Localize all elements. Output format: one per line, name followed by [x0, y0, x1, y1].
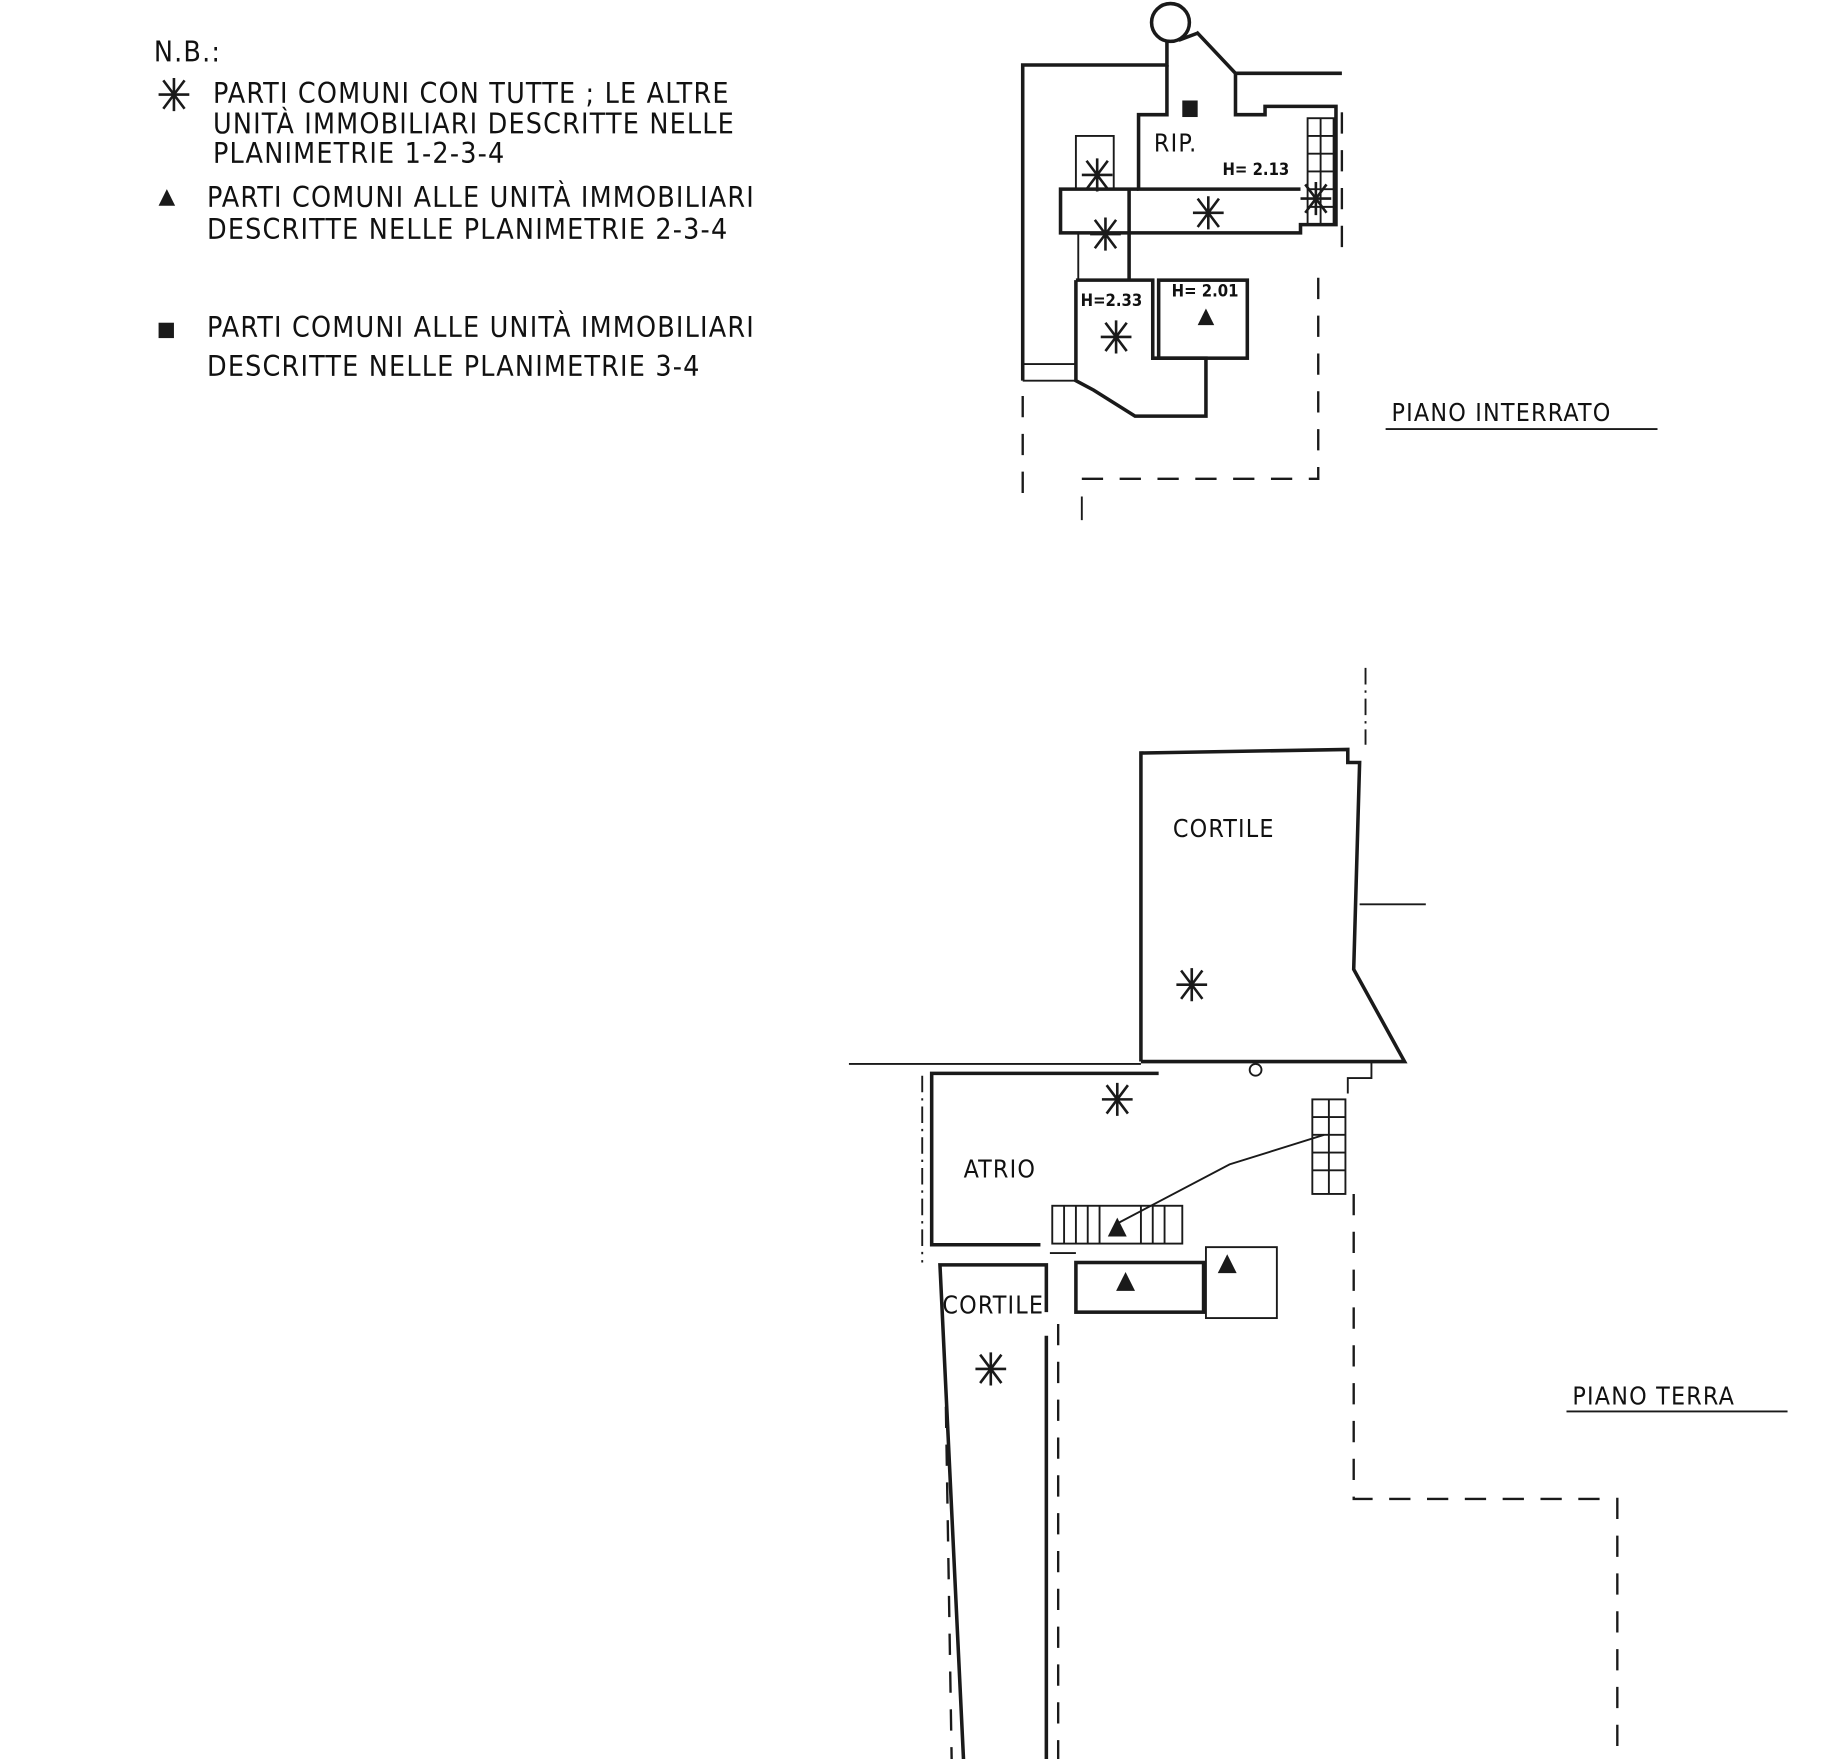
asterisk-icon	[1175, 966, 1209, 1003]
legend-item-1-line-3: PLANIMETRIE 1-2-3-4	[213, 137, 505, 170]
room-label-cortile: CORTILE	[1173, 814, 1275, 843]
asterisk-icon	[157, 76, 191, 113]
height-label: H= 2.13	[1222, 160, 1289, 179]
height-label: H= 2.01	[1172, 282, 1239, 301]
asterisk-icon	[1088, 216, 1123, 252]
room-label-atrio: ATRIO	[964, 1154, 1037, 1183]
ground-floor-title: PIANO TERRA	[1572, 1381, 1735, 1410]
basement-stairs	[1306, 117, 1335, 226]
triangle-icon	[158, 189, 176, 206]
asterisk-icon	[1299, 180, 1333, 217]
basement-plan: RIP. H= 2.13 H=2.33 H= 2.01 PIANO INTERR…	[1020, 1, 1658, 521]
triangle-icon	[1107, 1217, 1127, 1237]
asterisk-icon	[1191, 194, 1225, 231]
square-icon	[158, 322, 174, 339]
asterisk-icon	[1100, 1081, 1134, 1118]
asterisk-icon	[1099, 319, 1133, 355]
triangle-icon	[1116, 1271, 1136, 1291]
legend-item-2-line-1: PARTI COMUNI ALLE UNITÀ IMMOBILIARI	[207, 180, 755, 214]
height-label: H=2.33	[1081, 291, 1143, 310]
legend-heading: N.B.:	[154, 35, 221, 68]
room-label-cortile: CORTILE	[942, 1290, 1044, 1319]
room-label-rip: RIP.	[1154, 128, 1198, 157]
square-icon	[1182, 100, 1198, 118]
basement-title: PIANO INTERRATO	[1392, 398, 1612, 427]
legend-item-1-line-1: PARTI COMUNI CON TUTTE ; LE ALTRE	[213, 77, 730, 110]
legend-item-3-line-2: DESCRITTE NELLE PLANIMETRIE 3-4	[207, 350, 701, 383]
triangle-icon	[1217, 1254, 1237, 1274]
legend-item-3-line-1: PARTI COMUNI ALLE UNITÀ IMMOBILIARI	[207, 310, 755, 344]
asterisk-icon	[1080, 157, 1114, 193]
ground-floor-plan: CORTILE ATRIO CORTILE PIANO TERRA	[848, 667, 1788, 1759]
ground-stairs	[1051, 1098, 1347, 1245]
triangle-icon	[1197, 308, 1215, 326]
asterisk-icon	[974, 1351, 1008, 1387]
legend: N.B.: PARTI COMUNI CON TUTTE ; LE ALTRE …	[154, 35, 755, 383]
legend-item-1-line-2: UNITÀ IMMOBILIARI DESCRITTE NELLE	[213, 107, 735, 141]
legend-item-2-line-2: DESCRITTE NELLE PLANIMETRIE 2-3-4	[207, 213, 728, 246]
